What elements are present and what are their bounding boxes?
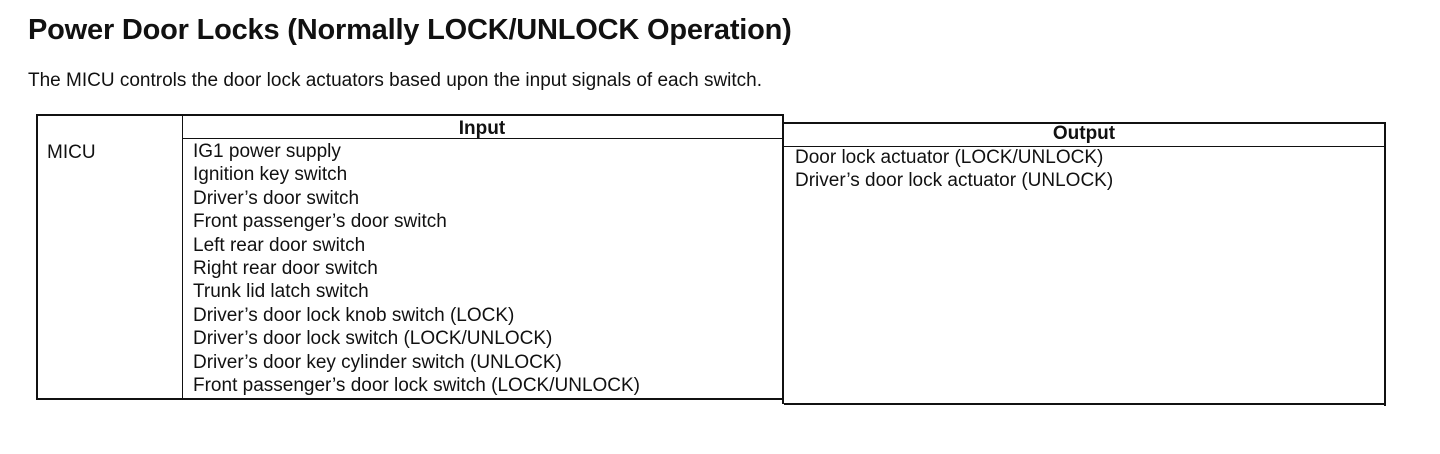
list-item: Front passenger’s door lock switch (LOCK… bbox=[193, 375, 641, 397]
list-item: Trunk lid latch switch bbox=[193, 281, 369, 303]
table-top-border-left bbox=[36, 114, 784, 116]
list-item: Door lock actuator (LOCK/UNLOCK) bbox=[795, 147, 1104, 168]
table-col-divider-2 bbox=[782, 114, 784, 404]
table-left-border bbox=[36, 114, 38, 400]
list-item: Driver’s door lock switch (LOCK/UNLOCK) bbox=[193, 328, 553, 350]
intro-paragraph: The MICU controls the door lock actuator… bbox=[28, 70, 763, 91]
page-title: Power Door Locks (Normally LOCK/UNLOCK O… bbox=[28, 14, 792, 46]
list-item: IG1 power supply bbox=[193, 141, 341, 162]
table-header-divider-output bbox=[784, 146, 1386, 147]
list-item: Driver’s door key cylinder switch (UNLOC… bbox=[193, 351, 562, 373]
output-list: Door lock actuator (LOCK/UNLOCK) Driver’… bbox=[795, 146, 1113, 193]
list-item: Right rear door switch bbox=[193, 258, 378, 280]
row-label-micu: MICU bbox=[47, 142, 96, 163]
table-bottom-border-right bbox=[784, 403, 1386, 405]
io-table: Input Output MICU IG1 power supply Ignit… bbox=[36, 114, 1386, 406]
table-right-border bbox=[1384, 122, 1386, 406]
output-column-header: Output bbox=[1052, 123, 1116, 144]
table-header-divider bbox=[182, 138, 784, 139]
list-item: Driver’s door switch bbox=[193, 187, 360, 209]
list-item: Driver’s door lock actuator (UNLOCK) bbox=[795, 170, 1114, 192]
input-list: IG1 power supply Ignition key switch Dri… bbox=[193, 140, 640, 397]
table-top-border-right bbox=[784, 122, 1386, 124]
list-item: Driver’s door lock knob switch (LOCK) bbox=[193, 304, 515, 326]
input-column-header: Input bbox=[458, 118, 506, 139]
list-item: Left rear door switch bbox=[193, 234, 366, 256]
list-item: Front passenger’s door switch bbox=[193, 211, 447, 233]
list-item: Ignition key switch bbox=[193, 164, 348, 186]
table-bottom-border-left bbox=[36, 398, 784, 400]
table-col-divider-1 bbox=[182, 114, 183, 398]
